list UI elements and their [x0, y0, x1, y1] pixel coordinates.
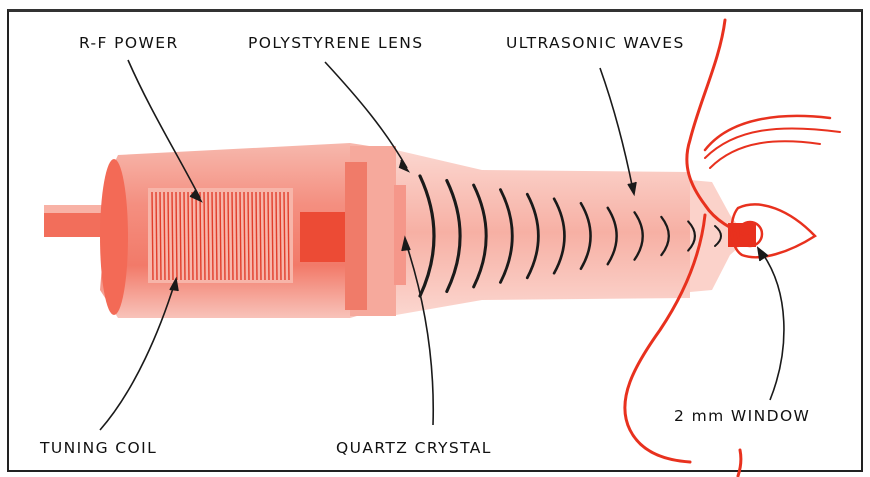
coil-winding [264, 192, 265, 280]
coil-winding [280, 192, 281, 280]
coil-winding [268, 192, 269, 280]
coil-winding [208, 192, 209, 280]
tuning-coil-label: TUNING COIL [40, 439, 157, 457]
coil-winding [172, 192, 173, 280]
transducer-cone [396, 150, 690, 315]
coil-winding [272, 192, 273, 280]
coil-winding [152, 192, 153, 280]
coil-winding [184, 192, 185, 280]
coil-winding [196, 192, 197, 280]
polystyrene-lens-label: POLYSTYRENE LENS [248, 34, 424, 52]
coil-winding [204, 192, 205, 280]
coil-winding [176, 192, 177, 280]
window-label: 2 mm WINDOW [674, 407, 810, 425]
coil-winding [284, 192, 285, 280]
coil-winding [236, 192, 237, 280]
coil-winding [244, 192, 245, 280]
coil-winding [156, 192, 157, 280]
coil-winding [288, 192, 289, 280]
coil-winding [260, 192, 261, 280]
coil-winding [232, 192, 233, 280]
coil-winding [240, 192, 241, 280]
coil-winding [212, 192, 213, 280]
coil-winding [256, 192, 257, 280]
coil-winding [188, 192, 189, 280]
coil-winding [180, 192, 181, 280]
coil-winding [220, 192, 221, 280]
coil-winding [164, 192, 165, 280]
coil-winding [248, 192, 249, 280]
coil-winding [228, 192, 229, 280]
internal-plate [345, 162, 367, 310]
ultrasonic-waves-label: ULTRASONIC WAVES [506, 34, 685, 52]
coil-winding [224, 192, 225, 280]
coil-winding [192, 192, 193, 280]
tuning-coil [148, 188, 293, 283]
quartz-crystal [394, 185, 406, 285]
quartz-crystal-label: QUARTZ CRYSTAL [336, 439, 492, 457]
coil-winding [276, 192, 277, 280]
coil-winding [168, 192, 169, 280]
internal-block [300, 212, 345, 262]
coil-winding [160, 192, 161, 280]
coil-winding [216, 192, 217, 280]
rf-power-label: R-F POWER [79, 34, 179, 52]
coil-winding [252, 192, 253, 280]
coil-winding [200, 192, 201, 280]
